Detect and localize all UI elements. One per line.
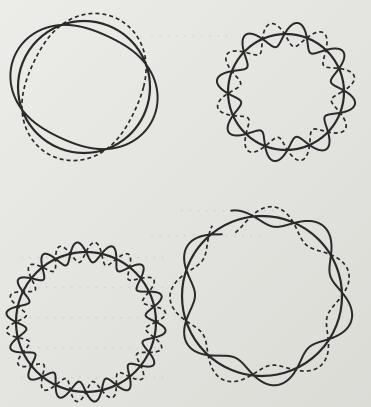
svg-text:· · · · · · · · · ·: · · · · · · · · · ·	[150, 29, 229, 44]
standing-wave-solid	[10, 25, 157, 149]
svg-text:· · · · · · · · · · · · · ·: · · · · · · · · · · · · · ·	[150, 229, 262, 244]
standing-wave-solid	[217, 23, 355, 161]
panel-two-wavelength-orbit	[10, 13, 157, 160]
svg-text:· · · · · · · · · · · · · · ·: · · · · · · · · · · · · · · · · · ·	[20, 281, 165, 296]
orbit-circle	[182, 216, 342, 376]
svg-text:· · · · · · · · · · · · · · ·: · · · · · · · · · · · · · · · · · ·	[20, 311, 165, 326]
standing-wave-dashed	[22, 13, 146, 160]
panel-eight-wavelength-orbit	[217, 23, 355, 161]
orbit-circle	[228, 34, 344, 150]
orbit-circle	[18, 21, 150, 153]
standing-wave-dashed	[218, 24, 355, 161]
